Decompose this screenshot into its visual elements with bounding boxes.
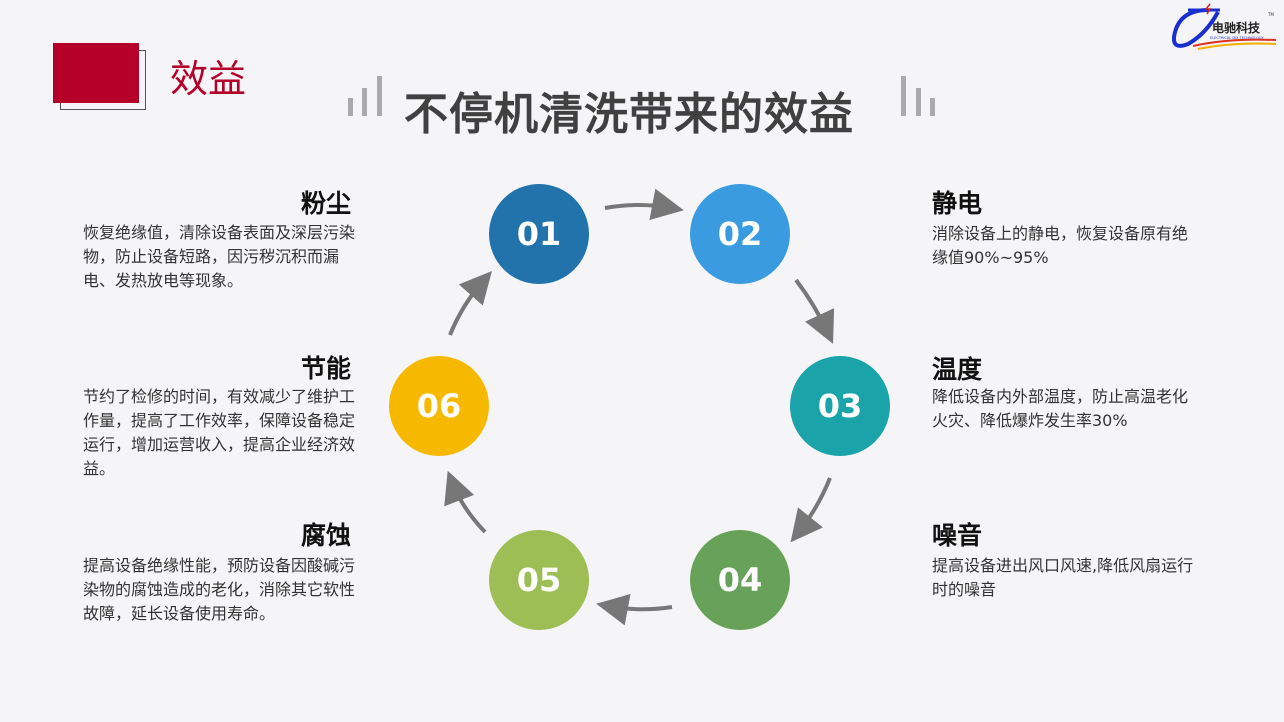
item-title-static: 静电 bbox=[932, 189, 983, 218]
company-logo: 电驰科技 TM ELECTRICAL DIX TECHNOLOGY bbox=[1171, 3, 1277, 50]
step-number: 01 bbox=[516, 215, 562, 253]
item-text-temperature: 降低设备内外部温度，防止高温老化火灾、降低爆炸发生率30% bbox=[932, 387, 1189, 430]
svg-text:TM: TM bbox=[1267, 12, 1274, 17]
step-circle-01: 01 bbox=[489, 184, 589, 284]
title-red-box bbox=[53, 43, 139, 103]
title-deco-bar bbox=[930, 98, 935, 116]
title-deco-bar bbox=[901, 76, 906, 116]
item-title-dust: 粉尘 bbox=[300, 189, 351, 218]
item-text-dust: 恢复绝缘值，清除设备表面及深层污染物，防止设备短路，因污秽沉积而漏电、发热放电等… bbox=[83, 223, 356, 290]
step-circle-03: 03 bbox=[790, 356, 890, 456]
title-deco-bar bbox=[362, 88, 367, 116]
title-deco-bar bbox=[916, 88, 921, 116]
step-number: 06 bbox=[416, 387, 462, 425]
step-circle-05: 05 bbox=[489, 530, 589, 630]
arrow-05-06 bbox=[444, 470, 487, 534]
item-title-temperature: 温度 bbox=[932, 355, 983, 384]
step-number: 05 bbox=[516, 561, 562, 599]
item-text-energy: 节约了检修的时间，有效减少了维护工作量，提高了工作效率，保障设备稳定运行，增加运… bbox=[83, 387, 356, 478]
step-circle-02: 02 bbox=[690, 184, 790, 284]
title-deco-bar bbox=[348, 98, 353, 116]
step-number: 03 bbox=[817, 387, 863, 425]
item-text-corrosion: 提高设备绝缘性能，预防设备因酸碱污染物的腐蚀造成的老化，消除其它软性故障，延长设… bbox=[83, 556, 356, 623]
item-title-noise: 噪音 bbox=[932, 521, 983, 550]
step-circle-06: 06 bbox=[389, 356, 489, 456]
step-number: 02 bbox=[717, 215, 763, 253]
arrow-03-04 bbox=[790, 477, 832, 543]
item-text-noise: 提高设备进出风口风速,降低风扇运行时的噪音 bbox=[932, 556, 1194, 599]
item-title-energy: 节能 bbox=[300, 354, 351, 383]
svg-text:ELECTRICAL DIX TECHNOLOGY: ELECTRICAL DIX TECHNOLOGY bbox=[1210, 36, 1264, 40]
arrow-04-05 bbox=[596, 593, 673, 626]
arrow-01-02 bbox=[604, 188, 684, 221]
arrow-06-01 bbox=[448, 270, 492, 336]
arrow-02-03 bbox=[794, 278, 835, 344]
step-number: 04 bbox=[717, 561, 763, 599]
main-title: 不停机清洗带来的效益 bbox=[404, 89, 854, 140]
logo-name: 电驰科技 bbox=[1212, 20, 1261, 35]
step-circle-04: 04 bbox=[690, 530, 790, 630]
item-text-static: 消除设备上的静电，恢复设备原有绝缘值90%~95% bbox=[932, 224, 1189, 267]
section-title: 效益 bbox=[170, 57, 247, 101]
title-deco-bar bbox=[377, 76, 382, 116]
item-title-corrosion: 腐蚀 bbox=[300, 521, 351, 550]
